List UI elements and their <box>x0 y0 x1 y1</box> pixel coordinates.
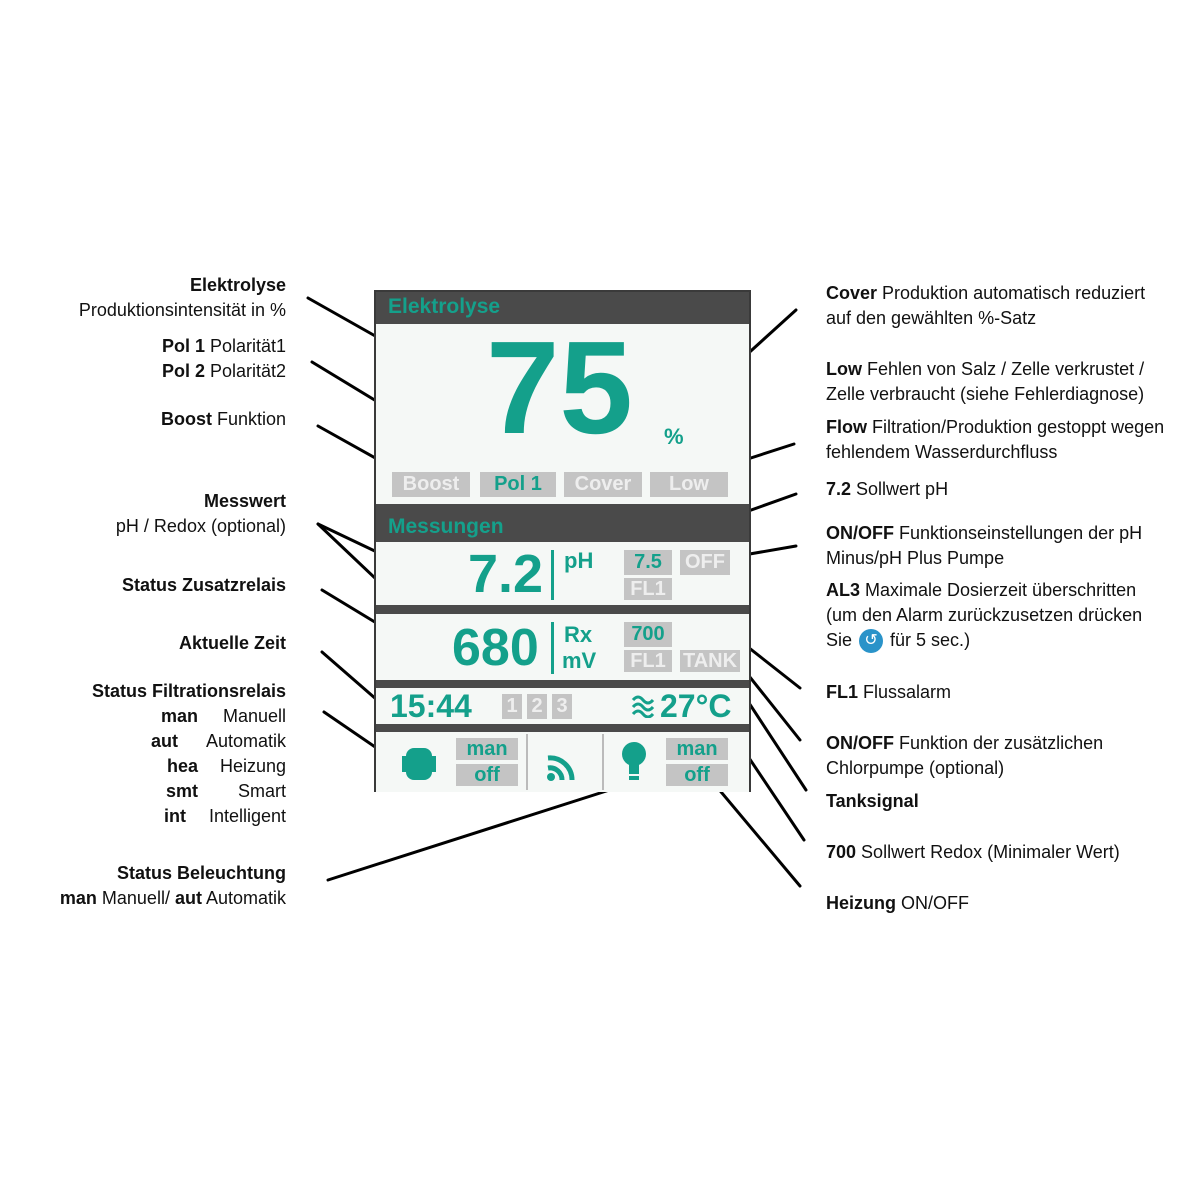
redox-unit-rx: Rx <box>564 622 593 647</box>
relay-1: 1 <box>502 694 522 719</box>
label-sollwert-ph: 7.2 Sollwert pH <box>826 479 949 499</box>
label-messwert: Messwert pH / Redox (optional) <box>115 491 286 536</box>
leader-zeit <box>320 650 386 708</box>
reset-icon: ↺ <box>859 629 884 654</box>
relay-3: 3 <box>552 694 572 719</box>
time-panel: 15:44 1 2 3 27°C <box>376 688 749 724</box>
current-time: 15:44 <box>390 688 472 724</box>
chip-cover: Cover <box>564 472 642 497</box>
chip-pol1: Pol 1 <box>480 472 556 497</box>
elektrolyse-panel: 75 % Boost Pol 1 Cover Low <box>376 318 749 504</box>
label-elektrolyse: Elektrolyse Produktionsintensität in % <box>78 275 286 320</box>
chip-boost: Boost <box>392 472 470 497</box>
light-bulb-icon <box>620 740 648 789</box>
label-zusatzrelais: Status Zusatzrelais <box>121 575 286 595</box>
label-redox: 700 Sollwert Redox (Minimaler Wert) <box>826 842 1120 862</box>
redox-alarm-chip: FL1 <box>624 650 672 672</box>
label-low: Low Fehlen von Salz / Zelle verkrustet /… <box>826 359 1145 404</box>
ph-panel: 7.2 pH 7.5 OFF FL1 <box>376 542 749 605</box>
pump-icon <box>402 744 436 789</box>
leader-beleuchtung <box>326 784 624 882</box>
ph-value: 7.2 <box>468 544 544 604</box>
redox-panel: 680 Rx mV 700 FL1 TANK <box>376 614 749 680</box>
water-heat-icon <box>630 694 656 723</box>
label-tanksignal: Tanksignal <box>826 791 919 811</box>
redox-value: 680 <box>452 619 539 677</box>
label-al3: AL3 Maximale Dosierzeit überschritten (u… <box>826 578 1142 654</box>
light-mode-2: off <box>666 764 728 786</box>
label-boost: Boost Funktion <box>160 409 286 429</box>
light-mode-1: man <box>666 738 728 760</box>
filter-mode-2: off <box>456 764 518 786</box>
label-onoff: ON/OFF Funktionseinstellungen der pH Min… <box>826 523 1143 568</box>
redox-divider <box>551 622 554 674</box>
tank-chip: TANK <box>680 650 740 672</box>
wifi-icon <box>544 746 582 787</box>
label-cover: Cover Produktion automatisch reduziert a… <box>826 283 1146 328</box>
ph-pump-chip: OFF <box>680 550 730 575</box>
chip-low: Low <box>650 472 728 497</box>
controller-display: Elektrolyse 75 % Boost Pol 1 Cover Low M… <box>374 290 751 792</box>
redox-unit-mv: mV <box>562 648 597 673</box>
label-flow: Flow Filtration/Produktion gestoppt wege… <box>826 417 1165 462</box>
production-value: 75 <box>486 314 633 461</box>
relay-2: 2 <box>527 694 547 719</box>
production-unit: % <box>664 424 684 449</box>
status-panel: man off man off <box>376 732 749 792</box>
redox-setpoint-chip: 700 <box>624 622 672 647</box>
messungen-header: Messungen <box>376 512 749 542</box>
elektrolyse-header: Elektrolyse <box>376 292 749 324</box>
label-beleuchtung: Status Beleuchtung man Manuell/ aut Auto… <box>59 863 286 908</box>
temperature: 27°C <box>660 688 732 724</box>
label-pol: Pol 1 Polarität1 Pol 2 Polarität2 <box>161 336 286 381</box>
filter-mode-1: man <box>456 738 518 760</box>
ph-unit: pH <box>564 548 594 573</box>
ph-setpoint-chip: 7.5 <box>624 550 672 575</box>
ph-divider <box>551 550 554 600</box>
label-zeit: Aktuelle Zeit <box>178 633 286 653</box>
label-fl1: FL1 Flussalarm <box>826 682 952 702</box>
divider-1 <box>526 734 528 790</box>
ph-alarm-chip: FL1 <box>624 578 672 600</box>
label-heizung: Heizung ON/OFF <box>826 893 969 913</box>
label-onoff2: ON/OFF Funktion der zusätzlichen Chlorpu… <box>826 733 1104 778</box>
divider-2 <box>602 734 604 790</box>
